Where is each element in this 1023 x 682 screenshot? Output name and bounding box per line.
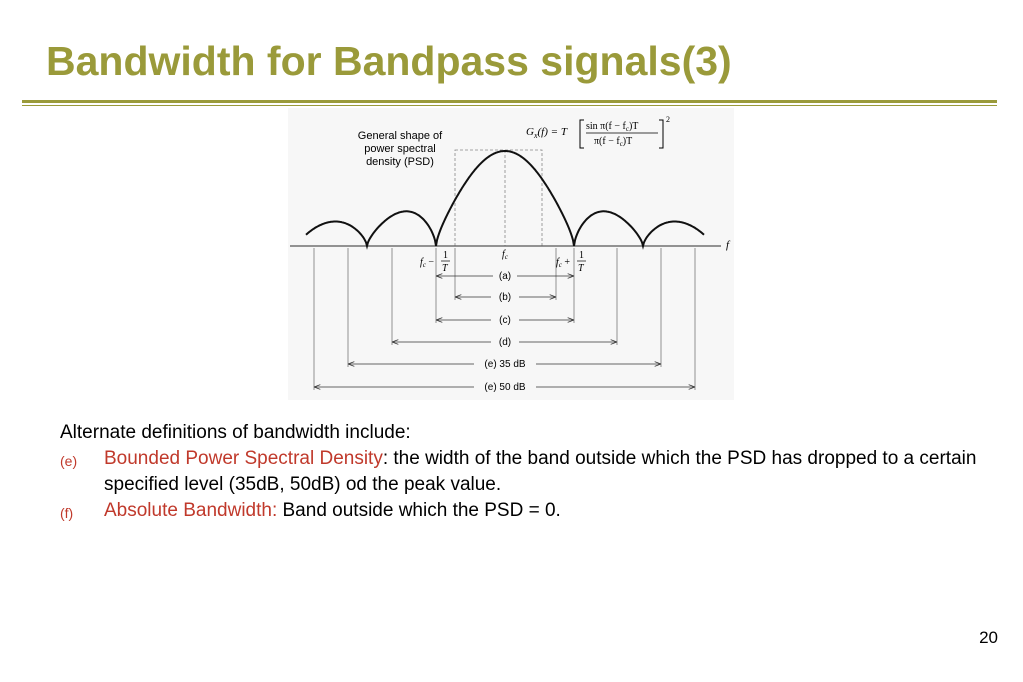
fc-label: fc — [502, 249, 509, 261]
right-frac-den: T — [578, 263, 585, 274]
definition-e: (e) Bounded Power Spectral Density: the … — [60, 446, 980, 498]
band-label-e35: (e) 35 dB — [484, 359, 525, 370]
band-label-a: (a) — [499, 271, 511, 282]
svg-text:π(f − fc)T: π(f − fc)T — [594, 136, 632, 148]
marker-f: (f) — [60, 505, 74, 521]
right-null-label: fc + — [556, 257, 570, 269]
band-label-d: (d) — [499, 337, 511, 348]
psd-curve — [305, 150, 705, 250]
intro-text: Alternate definitions of bandwidth inclu… — [60, 422, 411, 443]
marker-e: (e) — [60, 453, 78, 469]
psd-diagram: General shape of power spectral density … — [290, 115, 731, 393]
band-label-c: (c) — [499, 315, 511, 326]
caption-line-3: density (PSD) — [366, 156, 434, 168]
desc-bounded-psd: : the width of the band outside which th… — [104, 448, 977, 495]
term-absolute-bw: Absolute Bandwidth: — [104, 500, 278, 521]
reference-lines — [313, 248, 696, 390]
svg-text:sin π(f − fc)T: sin π(f − fc)T — [586, 121, 638, 133]
psd-formula: Gx(f) = T sin π(f − fc)T π(f − fc)T 2 — [526, 115, 670, 149]
term-bounded-psd: Bounded Power Spectral Density — [104, 448, 383, 469]
left-frac-num: 1 — [443, 250, 448, 261]
page-number: 20 — [979, 628, 998, 647]
left-null-label: fc − — [420, 257, 434, 269]
caption-line-2: power spectral — [364, 143, 436, 155]
definition-f: (f) Absolute Bandwidth: Band outside whi… — [60, 498, 980, 524]
axis-label-f: f — [726, 239, 731, 251]
psd-figure: General shape of power spectral density … — [288, 108, 734, 400]
svg-text:2: 2 — [666, 115, 670, 124]
caption-line-1: General shape of — [358, 130, 443, 142]
band-label-b: (b) — [499, 292, 511, 303]
left-frac-den: T — [442, 263, 449, 274]
slide-title: Bandwidth for Bandpass signals(3) — [46, 38, 732, 84]
title-rule-thin — [22, 105, 997, 106]
desc-absolute-bw: Band outside which the PSD = 0. — [277, 500, 561, 521]
svg-text:Gx(f) = T: Gx(f) = T — [526, 126, 568, 140]
right-frac-num: 1 — [579, 250, 584, 261]
band-label-e50: (e) 50 dB — [484, 382, 525, 393]
slide-body: Alternate definitions of bandwidth inclu… — [60, 420, 980, 524]
title-rule — [22, 100, 997, 103]
